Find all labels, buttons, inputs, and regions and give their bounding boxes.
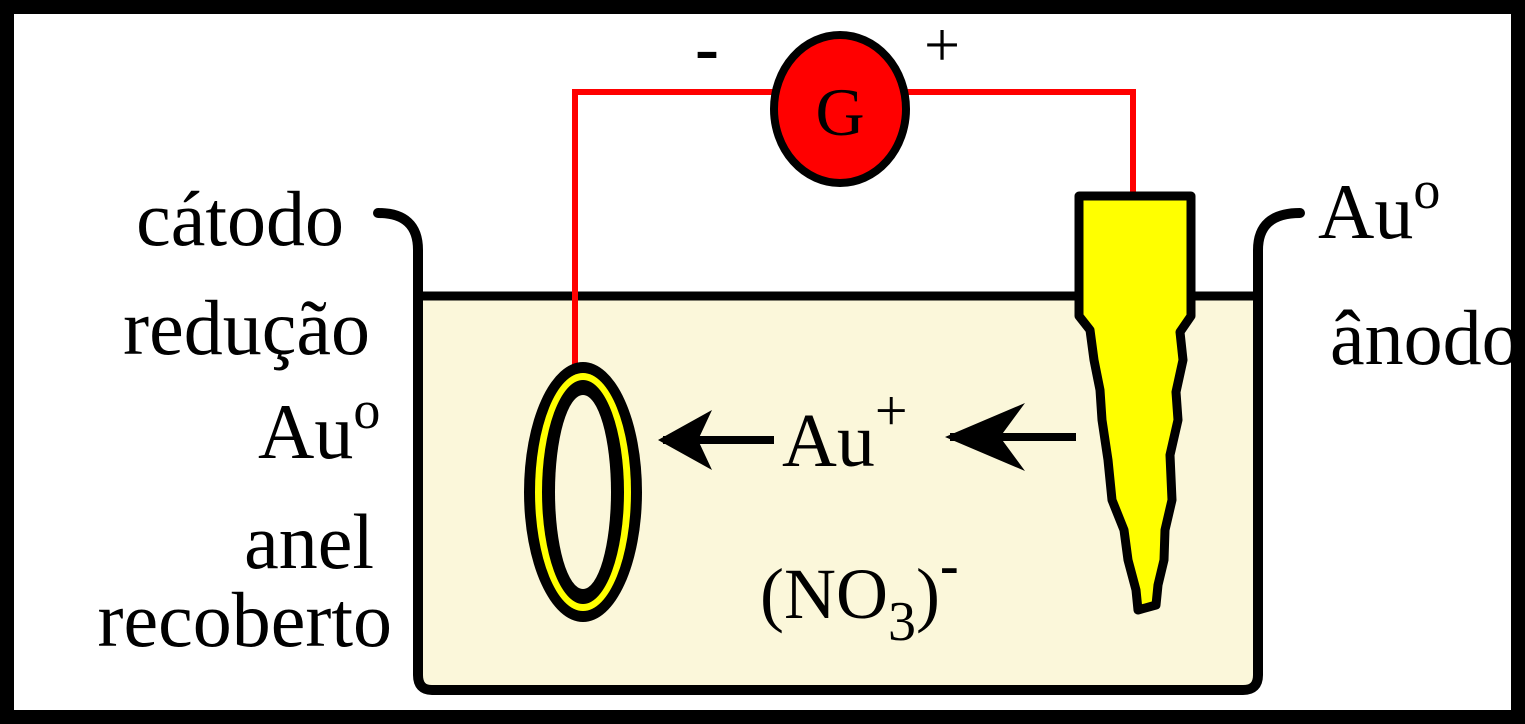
positive-sign: + [924, 9, 960, 80]
arrow-left-icon [658, 410, 774, 470]
arrow-left-icon [945, 403, 1076, 471]
right-au-label: Auo [1318, 160, 1440, 255]
anion-label: (NO3)- [760, 535, 959, 653]
galvanometer-icon: G [770, 31, 910, 187]
coated-label: recoberto [98, 576, 392, 663]
wire-left [572, 89, 780, 370]
galvanometer-symbol: G [815, 74, 864, 150]
gold-ring-icon [524, 362, 642, 622]
anode-label: ânodo [1330, 294, 1521, 381]
reduction-label: redução [123, 284, 370, 371]
beaker [373, 208, 1305, 695]
negative-sign: - [695, 8, 719, 88]
ring-label: anel [244, 498, 374, 585]
cation-label: Au+ [782, 378, 908, 483]
solution-fill [418, 296, 1258, 690]
gold-bar-icon [1074, 191, 1196, 615]
left-au-label: Auo [258, 380, 380, 475]
cathode-label: cátodo [136, 175, 344, 262]
wire-right [905, 89, 1136, 200]
